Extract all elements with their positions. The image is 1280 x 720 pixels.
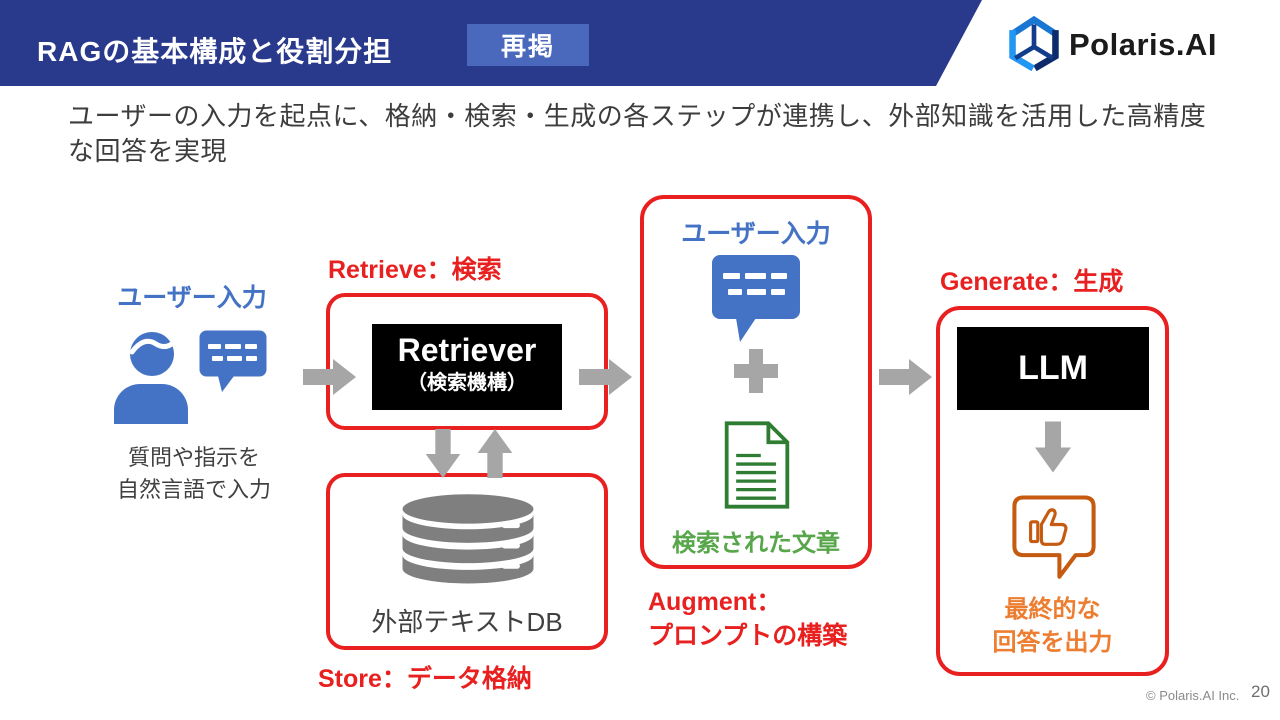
retrieve-step-label: Retrieve：検索 bbox=[328, 256, 502, 284]
external-db-label: 外部テキストDB bbox=[371, 607, 563, 637]
flow-arrow-right-icon bbox=[879, 359, 932, 395]
retriever-title: Retriever bbox=[397, 332, 537, 368]
thumbs-up-bubble-icon bbox=[1012, 495, 1096, 579]
retrieved-doc-label: 検索された文章 bbox=[672, 530, 840, 557]
caption-line1: 質問や指示を bbox=[127, 445, 260, 470]
copyright-text: © Polaris.AI Inc. bbox=[1146, 688, 1240, 703]
augment-step-label-line2: プロンプトの構築 bbox=[648, 622, 848, 650]
polaris-logo-text: Polaris.AI bbox=[1069, 27, 1217, 62]
slide-subtitle: ユーザーの入力を起点に、格納・検索・生成の各ステップが連携し、外部知識を活用した… bbox=[68, 99, 1238, 169]
database-icon bbox=[402, 494, 534, 584]
final-answer-line2: 回答を出力 bbox=[992, 629, 1113, 656]
subtitle-line1: ユーザーの入力を起点に、格納・検索・生成の各ステップが連携し、外部知識を活用した… bbox=[68, 101, 1207, 131]
flow-arrow-right-icon bbox=[303, 359, 356, 395]
polaris-logo: Polaris.AI bbox=[1006, 13, 1217, 77]
retriever-black-box: Retriever （検索機構） bbox=[372, 324, 562, 410]
speech-bubble-icon bbox=[199, 330, 267, 392]
final-answer-line1: 最終的な bbox=[1004, 596, 1101, 623]
flow-arrow-right-icon bbox=[579, 359, 632, 395]
page-title: RAGの基本構成と役割分担 bbox=[37, 36, 393, 67]
retriever-subtitle: （検索機構） bbox=[407, 372, 527, 394]
caption-line2: 自然言語で入力 bbox=[116, 477, 271, 502]
page-number: 20 bbox=[1251, 682, 1270, 701]
plus-icon bbox=[734, 349, 778, 393]
polaris-hexagon-logo-icon bbox=[1009, 15, 1059, 72]
llm-black-box: LLM bbox=[957, 327, 1149, 410]
person-icon bbox=[114, 332, 188, 424]
user-input-label: ユーザー入力 bbox=[117, 284, 267, 312]
augment-user-input-label: ユーザー入力 bbox=[681, 220, 831, 248]
user-input-caption: 質問や指示を 自然言語で入力 bbox=[88, 442, 300, 506]
store-step-label: Store：データ格納 bbox=[318, 665, 532, 693]
document-icon bbox=[724, 421, 790, 509]
generate-step-label: Generate：生成 bbox=[940, 268, 1124, 296]
speech-bubble-icon bbox=[712, 255, 800, 342]
flow-arrow-down-icon bbox=[425, 429, 461, 479]
final-answer-label: 最終的な 回答を出力 bbox=[936, 593, 1169, 659]
flow-arrow-up-icon bbox=[477, 429, 513, 479]
repost-badge: 再掲 bbox=[467, 24, 589, 66]
subtitle-line2: な回答を実現 bbox=[68, 136, 228, 166]
augment-step-label-line1: Augment： bbox=[648, 588, 782, 616]
augment-step-label: Augment： プロンプトの構築 bbox=[648, 585, 847, 653]
flow-arrow-down-icon bbox=[1035, 421, 1071, 473]
